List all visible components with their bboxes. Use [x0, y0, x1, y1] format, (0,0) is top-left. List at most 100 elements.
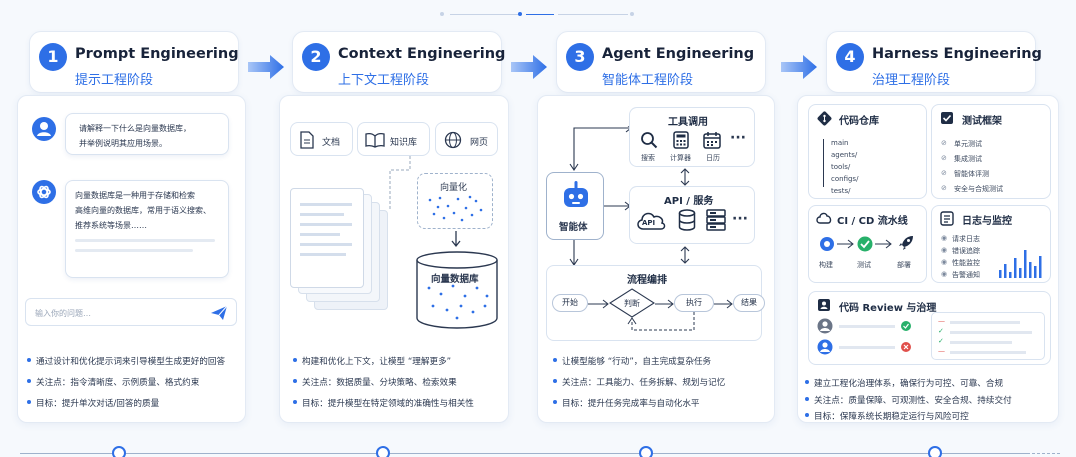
vector-db-label: 向量数据库 [431, 274, 479, 285]
vectorize-box: 向量化 [417, 173, 493, 229]
harness-card: 代码仓库 main agents/ tools/ configs/ tests/… [797, 95, 1059, 423]
calendar-icon [703, 132, 721, 149]
stage-title-en: Prompt Engineering [75, 46, 239, 62]
user-icon [37, 122, 51, 136]
stage-title-cn: 提示工程阶段 [75, 73, 154, 88]
send-icon[interactable] [210, 305, 228, 321]
tools-box: 工具调用 ··· 搜索 计算器 日历 [629, 107, 755, 167]
code-repo-box: 代码仓库 main agents/ tools/ configs/ tests/ [808, 104, 927, 199]
flow-connector [569, 126, 632, 171]
pipeline-arrow [875, 239, 892, 249]
bullet-2: 关注点：指令清晰度、示例质量、格式约束 [26, 378, 200, 388]
stage-number: 2 [302, 43, 330, 71]
git-icon [817, 111, 832, 126]
flow-arrow [714, 299, 733, 309]
ci-cd-box: CI / CD 流水线 构建 测试 部署 [808, 205, 927, 283]
check-icon: ⊘ [941, 169, 947, 177]
timeline-node [928, 446, 942, 457]
stage-title-cn: 上下文工程阶段 [338, 73, 430, 88]
prompt-card: 请解释一下什么是向量数据库， 并举例说明其应用场景。 向量数据库是一种用于存储和… [17, 95, 246, 423]
stage-title-cn: 智能体工程阶段 [602, 73, 694, 88]
robot-icon [564, 181, 588, 207]
bullet-3: 目标：提升单次对话/回答的质量 [26, 399, 160, 409]
stage-number: 4 [836, 43, 864, 71]
build-icon [820, 237, 834, 251]
repo-item: tools/ [831, 163, 851, 171]
diff-check-marker: ✓ [938, 327, 944, 335]
text-placeholder-line [75, 249, 193, 252]
test-framework-box: 测试框架 ⊘ 单元测试 ⊘ 集成测试 ⊘ 智能体评测 ⊘ 安全与合规测试 [931, 104, 1051, 199]
stage-arrow-icon [511, 55, 547, 79]
log-item: 错误追踪 [952, 247, 980, 255]
text-placeholder-line [75, 239, 215, 242]
stage-header-2: 2 Context Engineering 上下文工程阶段 [292, 31, 506, 93]
checkbox-icon [941, 112, 953, 124]
code-review-box: 代码 Review 与治理 — ✓ ✓ — [808, 291, 1051, 365]
reviewer-avatar [817, 339, 833, 355]
stage-header-1: 1 Prompt Engineering 提示工程阶段 [29, 31, 239, 93]
timeline-node [376, 446, 390, 457]
approve-icon [901, 321, 911, 331]
text-placeholder-line [839, 346, 895, 349]
stage-title-en: Context Engineering [338, 46, 506, 62]
search-icon [641, 132, 658, 149]
vector-dots-icon [428, 195, 483, 222]
diff-check-marker: ✓ [938, 337, 944, 345]
diff-add-marker: — [938, 317, 945, 325]
flow-decision-node [609, 288, 655, 318]
check-icon: ⊘ [941, 184, 947, 192]
reviewer-avatar [817, 318, 833, 334]
bullet-1: 建立工程化治理体系，确保行为可控、可靠、合规 [804, 379, 1004, 389]
text-placeholder-line [839, 325, 895, 328]
bullet-3: 目标：提升模型在特定领域的准确性与相关性 [293, 399, 474, 409]
test-item: 安全与合规测试 [954, 185, 1003, 193]
stage-arrow-icon [781, 55, 817, 79]
bullet-3: 目标：提升任务完成率与自动化水平 [553, 399, 700, 409]
log-item: 告警通知 [952, 271, 980, 279]
ai-message-bubble: 向量数据库是一种用于存储和检索 高维向量的数据库，常用于语义搜索、 推荐系统等场… [65, 180, 229, 278]
bidirectional-arrow-icon [680, 246, 690, 264]
repo-item: agents/ [831, 151, 858, 159]
flow-arrow [588, 299, 609, 309]
question-input[interactable]: 输入你的问题… [25, 298, 237, 326]
stage-header-4: 4 Harness Engineering 治理工程阶段 [826, 31, 1042, 93]
bidirectional-arrow-icon [680, 168, 690, 186]
cloud-api-icon [637, 212, 666, 230]
database-cylinder-icon [416, 251, 498, 329]
input-placeholder: 输入你的问题… [35, 309, 91, 318]
bullet-1: 通过设计和优化提示词来引导模型生成更好的回答 [26, 357, 226, 367]
timeline-node [112, 446, 126, 457]
stage-header-3: 3 Agent Engineering 智能体工程阶段 [556, 31, 766, 93]
globe-icon [444, 131, 462, 149]
stage-number: 1 [39, 43, 67, 71]
reject-icon [901, 342, 911, 352]
repo-item: main [831, 139, 849, 147]
calculator-icon [673, 131, 689, 149]
api-box: API / 服务 API ··· [629, 186, 755, 244]
flow-execute-node: 执行 [674, 294, 714, 312]
down-arrow-icon [451, 231, 461, 248]
review-user-icon [818, 299, 830, 311]
log-item: 请求日志 [952, 235, 980, 243]
document-icon [300, 131, 314, 149]
document-stack [290, 188, 400, 318]
stage-arrow-icon [248, 55, 284, 79]
cloud-sync-icon [816, 212, 832, 224]
repo-item: configs/ [831, 175, 859, 183]
flow-connector [604, 201, 631, 211]
database-icon [678, 209, 696, 231]
check-icon: ⊘ [941, 154, 947, 162]
test-item: 集成测试 [954, 155, 982, 163]
log-monitor-box: 日志与监控 ◉ 请求日志 ◉ 错误追踪 ◉ 性能监控 ◉ 告警通知 [931, 205, 1051, 283]
user-message-bubble: 请解释一下什么是向量数据库， 并举例说明其应用场景。 [65, 113, 229, 155]
stage-title-cn: 治理工程阶段 [872, 73, 951, 88]
more-icon: ··· [730, 130, 746, 146]
stage-title-en: Harness Engineering [872, 46, 1042, 62]
repo-tree-line [823, 139, 824, 187]
flow-connector [389, 156, 411, 211]
source-web: 网页 [435, 122, 498, 156]
test-item: 单元测试 [954, 140, 982, 148]
monitor-bar-chart-icon [999, 250, 1042, 278]
flow-connector [569, 240, 579, 266]
flow-start-node: 开始 [552, 294, 588, 312]
